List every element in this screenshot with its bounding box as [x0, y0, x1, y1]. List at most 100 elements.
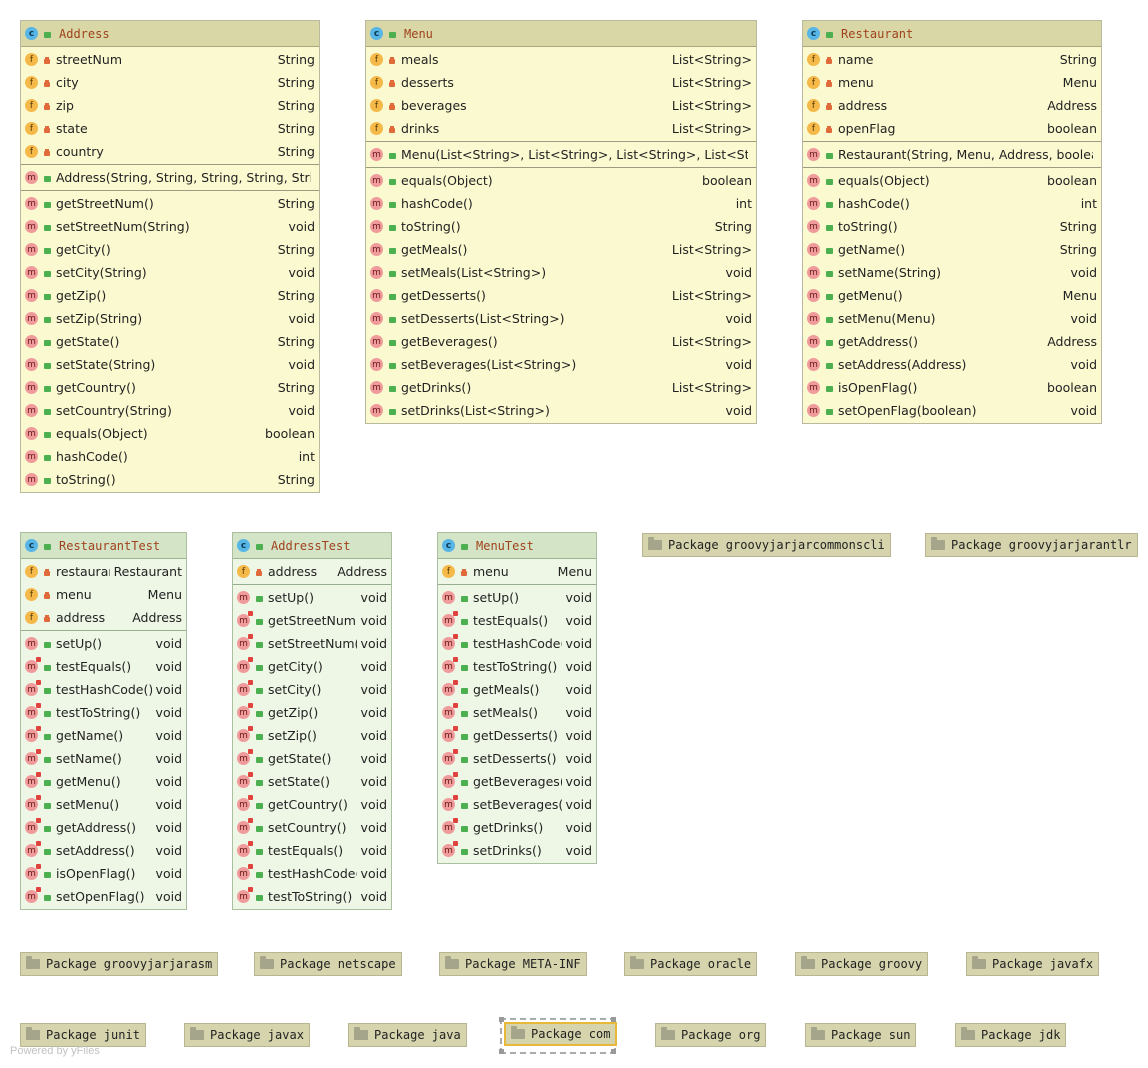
class-restaurant-test[interactable]: cRestaurantTestfrestaurantRestaurantfmen… [20, 532, 187, 910]
resize-handle[interactable] [611, 1049, 616, 1054]
package-meta-inf[interactable]: Package META-INF [439, 952, 587, 976]
package-com[interactable]: Package com [504, 1022, 618, 1046]
package-javafx[interactable]: Package javafx [966, 952, 1100, 976]
resize-handle[interactable] [611, 1017, 616, 1022]
package-groovyjarjarasm[interactable]: Package groovyjarjarasm [20, 952, 219, 976]
package-org[interactable]: Package org [655, 1023, 767, 1047]
package-netscape[interactable]: Package netscape [254, 952, 402, 976]
field-row[interactable]: frestaurantRestaurant [21, 560, 186, 583]
package-groovy[interactable]: Package groovy [795, 952, 929, 976]
resize-handle[interactable] [499, 1017, 504, 1022]
package-groovyjarjarantlr[interactable]: Package groovyjarjarantlr [925, 533, 1138, 557]
package-oracle[interactable]: Package oracle [624, 952, 758, 976]
package-jdk[interactable]: Package jdk [955, 1023, 1067, 1047]
package-java[interactable]: Package java [348, 1023, 467, 1047]
package-junit[interactable]: Package junit [20, 1023, 146, 1047]
resize-handle[interactable] [499, 1049, 504, 1054]
